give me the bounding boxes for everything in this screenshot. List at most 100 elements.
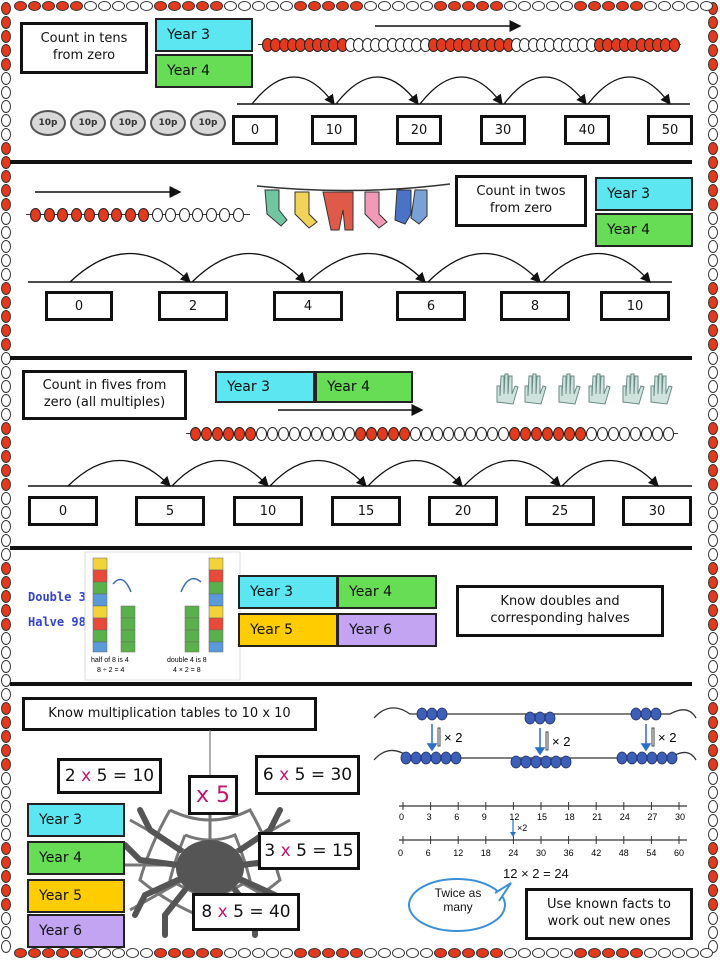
socks-clothesline	[256, 183, 451, 231]
frame-bead	[1, 688, 11, 701]
frame-bead	[708, 366, 718, 379]
number-box: 0	[232, 115, 278, 145]
frame-bead	[1, 548, 11, 561]
frame-bead	[708, 16, 718, 29]
frame-bead	[1, 772, 11, 785]
frame-bead	[1, 520, 11, 533]
count-tens-label: Count in tens from zero	[20, 22, 148, 74]
number-text: 10	[325, 122, 343, 138]
frame-bead	[708, 814, 718, 827]
year4-tag: Year 4	[155, 54, 253, 88]
white-bead	[498, 427, 509, 441]
frame-bead	[168, 1, 181, 11]
jump-arc	[269, 459, 367, 487]
number-box: 10	[600, 291, 670, 321]
year6-tag: Year 6	[27, 914, 125, 948]
frame-bead	[1, 394, 11, 407]
frame-bead	[708, 688, 718, 701]
frame-bead	[14, 1, 27, 11]
number-text: 20	[454, 503, 472, 519]
frame-bead	[708, 898, 718, 911]
year4-text: Year 4	[607, 222, 650, 238]
scale-tick-label: 48	[619, 848, 629, 858]
frame-bead	[252, 948, 265, 958]
year3-tag: Year 3	[215, 371, 315, 403]
count-tens-text: Count in tens from zero	[40, 31, 128, 63]
frame-bead	[1, 58, 11, 71]
frame-bead	[1, 646, 11, 659]
frame-bead	[518, 1, 531, 11]
frame-bead	[708, 660, 718, 673]
frame-bead	[126, 1, 139, 11]
frame-bead	[1, 422, 11, 435]
number-text: 2	[188, 298, 198, 314]
frame-bead	[1, 632, 11, 645]
jump-arc	[463, 459, 561, 487]
frame-bead	[1, 590, 11, 603]
frame-bead	[140, 1, 153, 11]
count-twos-text: Count in twos from zero	[476, 184, 566, 216]
frame-bead	[392, 1, 405, 11]
frame-bead	[708, 72, 718, 85]
white-bead	[192, 208, 203, 222]
frame-bead	[560, 948, 573, 958]
scale-tick-label: 12	[453, 848, 463, 858]
white-bead	[322, 427, 333, 441]
frame-bead	[336, 1, 349, 11]
frame-bead	[266, 1, 279, 11]
year4-text: Year 4	[167, 63, 210, 79]
frame-bead	[1, 884, 11, 897]
white-bead	[219, 208, 230, 222]
eq-operator: x	[280, 841, 291, 861]
year4-text: Year 4	[349, 584, 392, 600]
frame-bead	[1, 16, 11, 29]
frame-bead	[1, 198, 11, 211]
white-bead	[608, 427, 619, 441]
times-five-center: x 5	[188, 775, 238, 815]
red-bead	[366, 427, 377, 441]
frame-bead	[294, 1, 307, 11]
coin-text: 10p	[78, 118, 98, 128]
frame-bead	[1, 72, 11, 85]
number-box: 40	[564, 115, 610, 145]
scale-tick-label: 3	[427, 812, 432, 822]
frame-bead	[504, 1, 517, 11]
scale-tick-label: 60	[674, 848, 684, 858]
frame-bead	[154, 948, 167, 958]
year3-text: Year 3	[167, 27, 210, 43]
section-divider	[10, 682, 692, 686]
red-bead	[377, 427, 388, 441]
section-divider	[10, 356, 692, 360]
jump-arc	[419, 76, 503, 106]
frame-bead	[238, 1, 251, 11]
coin-10p: 10p	[150, 110, 186, 136]
frame-bead	[708, 520, 718, 533]
frame-bead	[708, 142, 718, 155]
number-box: 4	[273, 291, 343, 321]
eq-factor: 6	[262, 765, 274, 785]
frame-bead	[588, 948, 601, 958]
red-bead	[575, 427, 586, 441]
frame-bead	[420, 948, 433, 958]
frame-bead	[686, 1, 699, 11]
frame-bead	[28, 1, 41, 11]
frame-bead	[1, 30, 11, 43]
double-label: Double 35	[28, 590, 94, 604]
frame-bead	[392, 948, 405, 958]
number-text: 40	[578, 122, 596, 138]
frame-bead	[1, 170, 11, 183]
section-divider	[10, 160, 692, 164]
red-bead	[564, 427, 575, 441]
frame-bead	[560, 1, 573, 11]
frame-bead	[708, 912, 718, 925]
scale-tick-label: 30	[536, 848, 546, 858]
frame-bead	[1, 380, 11, 393]
number-text: 30	[648, 503, 666, 519]
frame-bead	[708, 310, 718, 323]
white-bead	[432, 427, 443, 441]
frame-bead	[708, 772, 718, 785]
frame-bead	[708, 702, 718, 715]
year4-tag: Year 4	[337, 575, 437, 609]
frame-bead	[708, 562, 718, 575]
eq-result: 5 = 40	[233, 902, 291, 922]
